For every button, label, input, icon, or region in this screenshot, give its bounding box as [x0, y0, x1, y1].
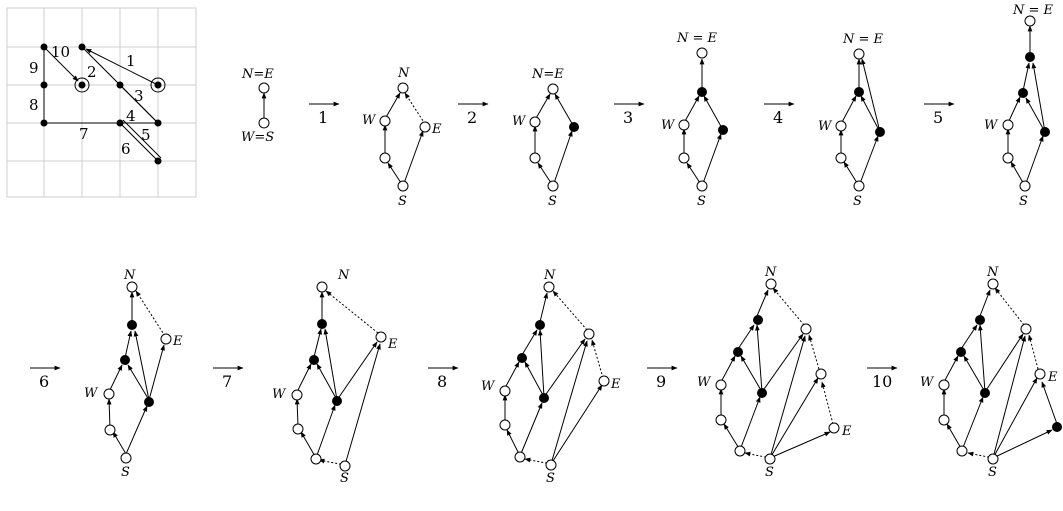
graph6-label-w: W: [84, 386, 99, 401]
grid-label-2: 2: [87, 63, 97, 81]
step-label-4: 4: [773, 108, 783, 127]
graph4-label-top: N = E: [842, 32, 884, 47]
graph1-label-w: W: [362, 113, 377, 128]
graph-3: N = E W S: [661, 31, 728, 209]
graph3-label-w: W: [661, 118, 676, 133]
graph1-label-e: E: [431, 122, 442, 137]
graph-6: N E W S: [84, 268, 183, 480]
graph8-label-n: N: [543, 268, 556, 283]
grid-panel: 1 2 3 4 5 6 7 8 9 10: [6, 7, 197, 198]
graph8-label-w: W: [481, 379, 496, 394]
graph-5: N = E W S: [984, 3, 1054, 209]
graph4-label-w: W: [818, 119, 833, 134]
graph-0: N=E W=S: [241, 67, 274, 145]
graph2-label-s: S: [548, 194, 557, 209]
graph7-label-n: N: [337, 268, 350, 283]
graph-1: N W E S: [362, 66, 442, 209]
graph7-label-e: E: [387, 337, 398, 352]
grid-label-6: 6: [121, 140, 131, 158]
grid-label-7: 7: [79, 125, 89, 143]
graph9-label-e: E: [841, 424, 852, 439]
graph7-label-w: W: [272, 387, 287, 402]
grid-label-8: 8: [29, 96, 39, 114]
graph4-label-s: S: [853, 194, 862, 209]
step-label-6: 6: [39, 372, 49, 391]
grid-label-10: 10: [51, 43, 70, 61]
grid-label-3: 3: [134, 87, 144, 105]
segment-10: [43, 46, 79, 82]
graph6-label-n: N: [123, 268, 136, 283]
segment-1: [85, 48, 159, 86]
graph0-label-bottom: W=S: [241, 130, 274, 145]
graph5-label-top: N = E: [1012, 3, 1054, 18]
grid-label-5: 5: [141, 126, 151, 144]
grid-label-4: 4: [126, 107, 136, 125]
graph-4: N = E W S: [818, 32, 885, 209]
segment-3b: [119, 84, 159, 124]
grid-label-1: 1: [126, 52, 136, 70]
graph-2: N=E W S: [512, 67, 579, 209]
segment-6: [122, 119, 162, 159]
step-label-2: 2: [467, 108, 477, 127]
graph-9: N E W S: [697, 265, 852, 480]
graph9-label-n: N: [764, 265, 777, 280]
grid-points: [40, 43, 166, 165]
grid-label-9: 9: [29, 59, 39, 77]
segment-5: [119, 122, 159, 162]
graph2-label-top: N=E: [531, 67, 564, 82]
step-arrows: 1 2 3 4 5 6 7 8 9 10: [30, 101, 955, 391]
graph5-label-s: S: [1019, 194, 1028, 209]
graph8-label-s: S: [546, 471, 555, 486]
step-label-5: 5: [933, 108, 943, 127]
step-label-8: 8: [437, 372, 447, 391]
step-label-9: 9: [656, 372, 666, 391]
graph10-label-w: W: [920, 375, 935, 390]
step-label-10: 10: [872, 372, 892, 391]
grid-lines: [7, 8, 196, 197]
step-label-7: 7: [222, 372, 232, 391]
graph1-label-s: S: [398, 194, 407, 209]
graph1-label-n: N: [397, 66, 410, 81]
graph10-label-e: E: [1047, 370, 1058, 385]
graph8-label-e: E: [610, 377, 621, 392]
graph-7: N E W S: [272, 268, 398, 486]
graph-10: N E W S: [920, 265, 1062, 480]
graph10-label-s: S: [988, 465, 997, 480]
graph3-label-top: N = E: [676, 31, 718, 46]
step-label-1: 1: [318, 108, 328, 127]
graph9-label-s: S: [765, 465, 774, 480]
graph0-label-top: N=E: [241, 67, 274, 82]
graph3-label-s: S: [697, 194, 706, 209]
graph6-label-s: S: [121, 465, 130, 480]
graph-8: N E W S: [481, 268, 621, 486]
step-label-3: 3: [623, 108, 633, 127]
grid-segment-labels: 1 2 3 4 5 6 7 8 9 10: [29, 43, 151, 158]
grid-border: [6, 7, 197, 198]
graph7-label-s: S: [340, 471, 349, 486]
graph10-label-n: N: [986, 265, 999, 280]
graph5-label-w: W: [984, 118, 999, 133]
graph9-label-w: W: [697, 375, 712, 390]
graph6-label-e: E: [172, 334, 183, 349]
graph2-label-w: W: [512, 114, 527, 129]
